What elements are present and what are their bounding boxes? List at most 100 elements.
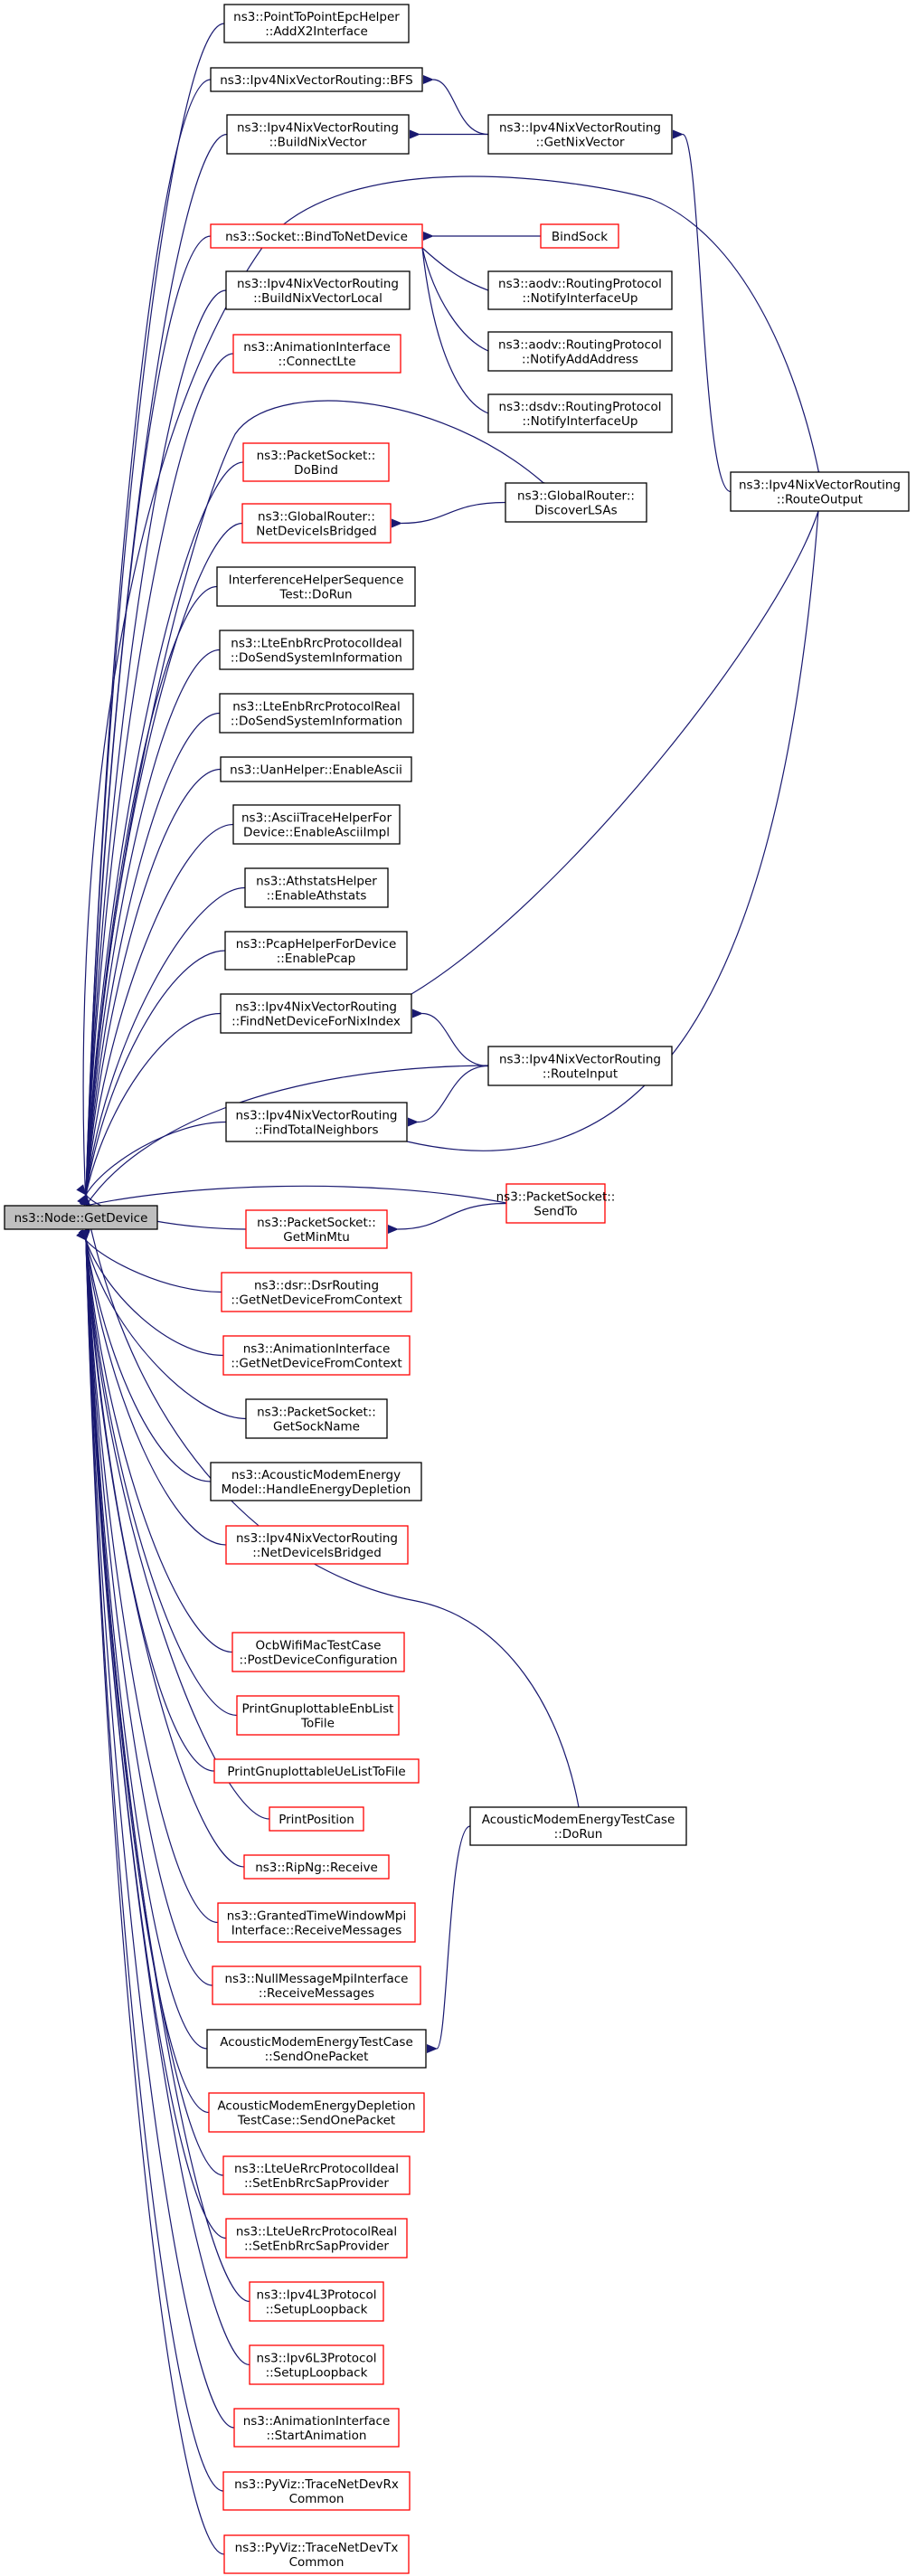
node-label-line: ::ConnectLte [278,355,355,369]
node-label-line: ns3::LteEnbRrcProtocolReal [232,700,401,715]
node-n33[interactable]: OcbWifiMacTestCase::PostDeviceConfigurat… [231,1632,405,1672]
node-box [245,1209,388,1249]
node-label-line: ns3::PacketSocket:: [257,449,376,463]
node-n14[interactable]: ns3::Ipv4NixVectorRouting::RouteOutput [730,471,910,512]
node-n8[interactable]: ns3::aodv::RoutingProtocol::NotifyInterf… [487,270,673,310]
edge-root-n18 [80,712,221,1206]
node-n37[interactable]: AcousticModemEnergyTestCase::DoRun [469,1806,687,1846]
node-n32[interactable]: ns3::Ipv4NixVectorRouting::NetDeviceIsBr… [225,1525,409,1565]
node-label-line: ns3::Ipv4NixVectorRouting [235,1109,397,1123]
node-box [210,223,423,249]
node-box [540,223,619,249]
node-n39[interactable]: ns3::GrantedTimeWindowMpiInterface::Rece… [217,1902,416,1943]
node-n47[interactable]: ns3::AnimationInterface::StartAnimation [233,2408,400,2448]
node-n44[interactable]: ns3::LteUeRrcProtocolReal::SetEnbRrcSapP… [225,2218,408,2259]
node-label-line: ns3::RipNg::Receive [255,1861,378,1875]
node-label-line: ns3::GrantedTimeWindowMpi [227,1909,407,1924]
node-n12[interactable]: ns3::PacketSocket::DoBind [242,442,390,482]
node-n24[interactable]: ns3::Ipv4NixVectorRouting::RouteInput [487,1046,673,1086]
node-n26[interactable]: ns3::PacketSocket::SendTo [496,1183,616,1224]
node-n2[interactable]: ns3::Ipv4NixVectorRouting::BFS [210,67,423,92]
node-n18[interactable]: ns3::LteEnbRrcProtocolReal::DoSendSystem… [219,693,414,734]
node-box [206,2029,427,2069]
node-box [210,1462,422,1501]
node-n7[interactable]: ns3::Ipv4NixVectorRouting::BuildNixVecto… [225,270,411,310]
node-n21[interactable]: ns3::AthstatsHelper::EnableAthstats [244,867,389,908]
node-n4[interactable]: ns3::Ipv4NixVectorRouting::GetNixVector [487,114,673,155]
node-label-line: BindSock [552,230,608,244]
node-n28[interactable]: ns3::dsr::DsrRouting::GetNetDeviceFromCo… [221,1272,412,1312]
edge-root-n23 [79,1012,222,1206]
node-label-line: ns3::PacketSocket:: [257,1216,376,1230]
edge-root-n46 [80,1229,250,2366]
node-n10[interactable]: ns3::aodv::RoutingProtocol::NotifyAddAdd… [487,331,673,372]
node-label-line: ::NetDeviceIsBridged [252,1546,382,1560]
node-box [245,1398,388,1439]
node-label-line: AcousticModemEnergyDepletion [217,2099,415,2114]
node-n45[interactable]: ns3::Ipv4L3Protocol::SetupLoopback [249,2281,384,2322]
node-n35[interactable]: PrintGnuplottableUeListToFile [213,1758,420,1784]
edge-n23-n14 [411,499,826,995]
node-box [223,2534,410,2574]
node-n20[interactable]: ns3::AsciiTraceHelperForDevice::EnableAs… [232,804,401,845]
node-label-line: ns3::AnimationInterface [243,340,391,355]
node-n38[interactable]: ns3::RipNg::Receive [243,1854,390,1880]
node-n46[interactable]: ns3::Ipv6L3Protocol::SetupLoopback [249,2344,384,2385]
node-n22[interactable]: ns3::PcapHelperForDevice::EnablePcap [224,931,408,971]
node-label-line: ns3::GlobalRouter:: [258,510,375,525]
node-n13[interactable]: ns3::GlobalRouter::DiscoverLSAs [505,482,647,523]
node-label-line: PrintGnuplottableEnbList [242,1702,394,1717]
node-root[interactable]: ns3::Node::GetDevice [4,1205,158,1230]
node-n25[interactable]: ns3::Ipv4NixVectorRouting::FindTotalNeig… [225,1102,408,1142]
node-n9[interactable]: ns3::AnimationInterface::ConnectLte [232,334,401,374]
edge-root-n7 [80,289,227,1206]
node-n6[interactable]: BindSock [540,223,619,249]
node-box [244,867,389,908]
edge-root-n30 [79,1229,247,1420]
node-n41[interactable]: AcousticModemEnergyTestCase::SendOnePack… [206,2029,427,2069]
node-n19[interactable]: ns3::UanHelper::EnableAscii [220,756,412,782]
edge-root-n39 [80,1229,219,1924]
node-n17[interactable]: ns3::LteEnbRrcProtocolIdeal::DoSendSyste… [219,630,414,670]
node-label-line: ::ReceiveMessages [259,1986,374,2001]
node-box [219,693,414,734]
node-label-line: ns3::GlobalRouter:: [517,489,635,504]
node-label-line: Common [289,2555,345,2570]
edge-n25-n24 [407,1065,489,1127]
node-n11[interactable]: ns3::dsdv::RoutingProtocol::NotifyInterf… [487,393,673,433]
node-n23[interactable]: ns3::Ipv4NixVectorRouting::FindNetDevice… [220,993,412,1034]
node-n15[interactable]: ns3::GlobalRouter::NetDeviceIsBridged [241,503,392,544]
node-n30[interactable]: ns3::PacketSocket::GetSockName [245,1398,388,1439]
node-n3[interactable]: ns3::Ipv4NixVectorRouting::BuildNixVecto… [226,114,410,155]
node-box [223,4,410,43]
node-label-line: Device::EnableAsciiImpl [243,826,390,840]
edge-n23-n24 [411,1009,489,1067]
node-n27[interactable]: ns3::PacketSocket::GetMinMtu [245,1209,388,1249]
edge-n4-n14 [672,129,732,493]
node-label-line: ns3::AthstatsHelper [256,875,377,889]
edge-n41-n37 [426,1825,471,2054]
node-label-line: ns3::NullMessageMpiInterface [224,1972,408,1986]
node-n42[interactable]: AcousticModemEnergyDepletionTestCase::Se… [208,2092,425,2133]
node-n29[interactable]: ns3::AnimationInterface::GetNetDeviceFro… [222,1335,411,1376]
node-n1[interactable]: ns3::PointToPointEpcHelper::AddX2Interfa… [223,4,410,43]
edges-layer [75,23,826,2555]
node-n36[interactable]: PrintPosition [269,1806,364,1832]
node-n40[interactable]: ns3::NullMessageMpiInterface::ReceiveMes… [212,1965,421,2005]
node-n5[interactable]: ns3::Socket::BindToNetDevice [210,223,423,249]
node-n31[interactable]: ns3::AcousticModemEnergyModel::HandleEne… [210,1462,422,1501]
node-label-line: ::EnableAthstats [267,889,367,904]
node-box [222,2155,411,2195]
node-label-line: ::SetEnbRrcSapProvider [244,2240,389,2254]
node-box [243,1854,390,1880]
node-label-line: ::SetEnbRrcSapProvider [244,2176,389,2191]
node-label-line: Common [289,2492,345,2506]
node-n43[interactable]: ns3::LteUeRrcProtocolIdeal::SetEnbRrcSap… [222,2155,411,2195]
node-label-line: ::DoRun [554,1827,603,1842]
edge-root-n40 [80,1229,213,1986]
